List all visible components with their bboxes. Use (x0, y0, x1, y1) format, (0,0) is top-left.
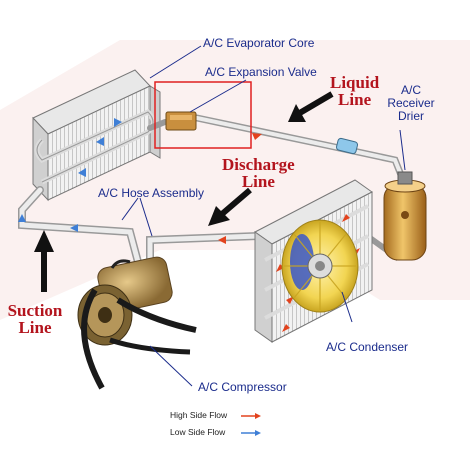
liquid-line-callout: Liquid Line (330, 74, 379, 108)
receiver-drier (384, 172, 426, 260)
high-side-legend-arrow (255, 413, 261, 419)
low-side-legend-arrow (255, 430, 261, 436)
expansion-valve-label: A/C Expansion Valve (205, 65, 317, 79)
evaporator-core-label: A/C Evaporator Core (203, 36, 314, 50)
compressor-label: A/C Compressor (198, 380, 287, 394)
legend-arrows (241, 413, 261, 436)
condenser-label: A/C Condenser (326, 340, 408, 354)
hose-assembly-label: A/C Hose Assembly (98, 186, 204, 200)
suction-line-callout: Suction Line (0, 302, 70, 336)
legend-low-side-label: Low Side Flow (170, 427, 225, 437)
discharge-line-callout: Discharge Line (222, 156, 295, 190)
legend-high-side-label: High Side Flow (170, 410, 227, 420)
receiver-drier-label: A/C Receiver Drier (380, 84, 442, 123)
condenser-fan (282, 220, 358, 312)
